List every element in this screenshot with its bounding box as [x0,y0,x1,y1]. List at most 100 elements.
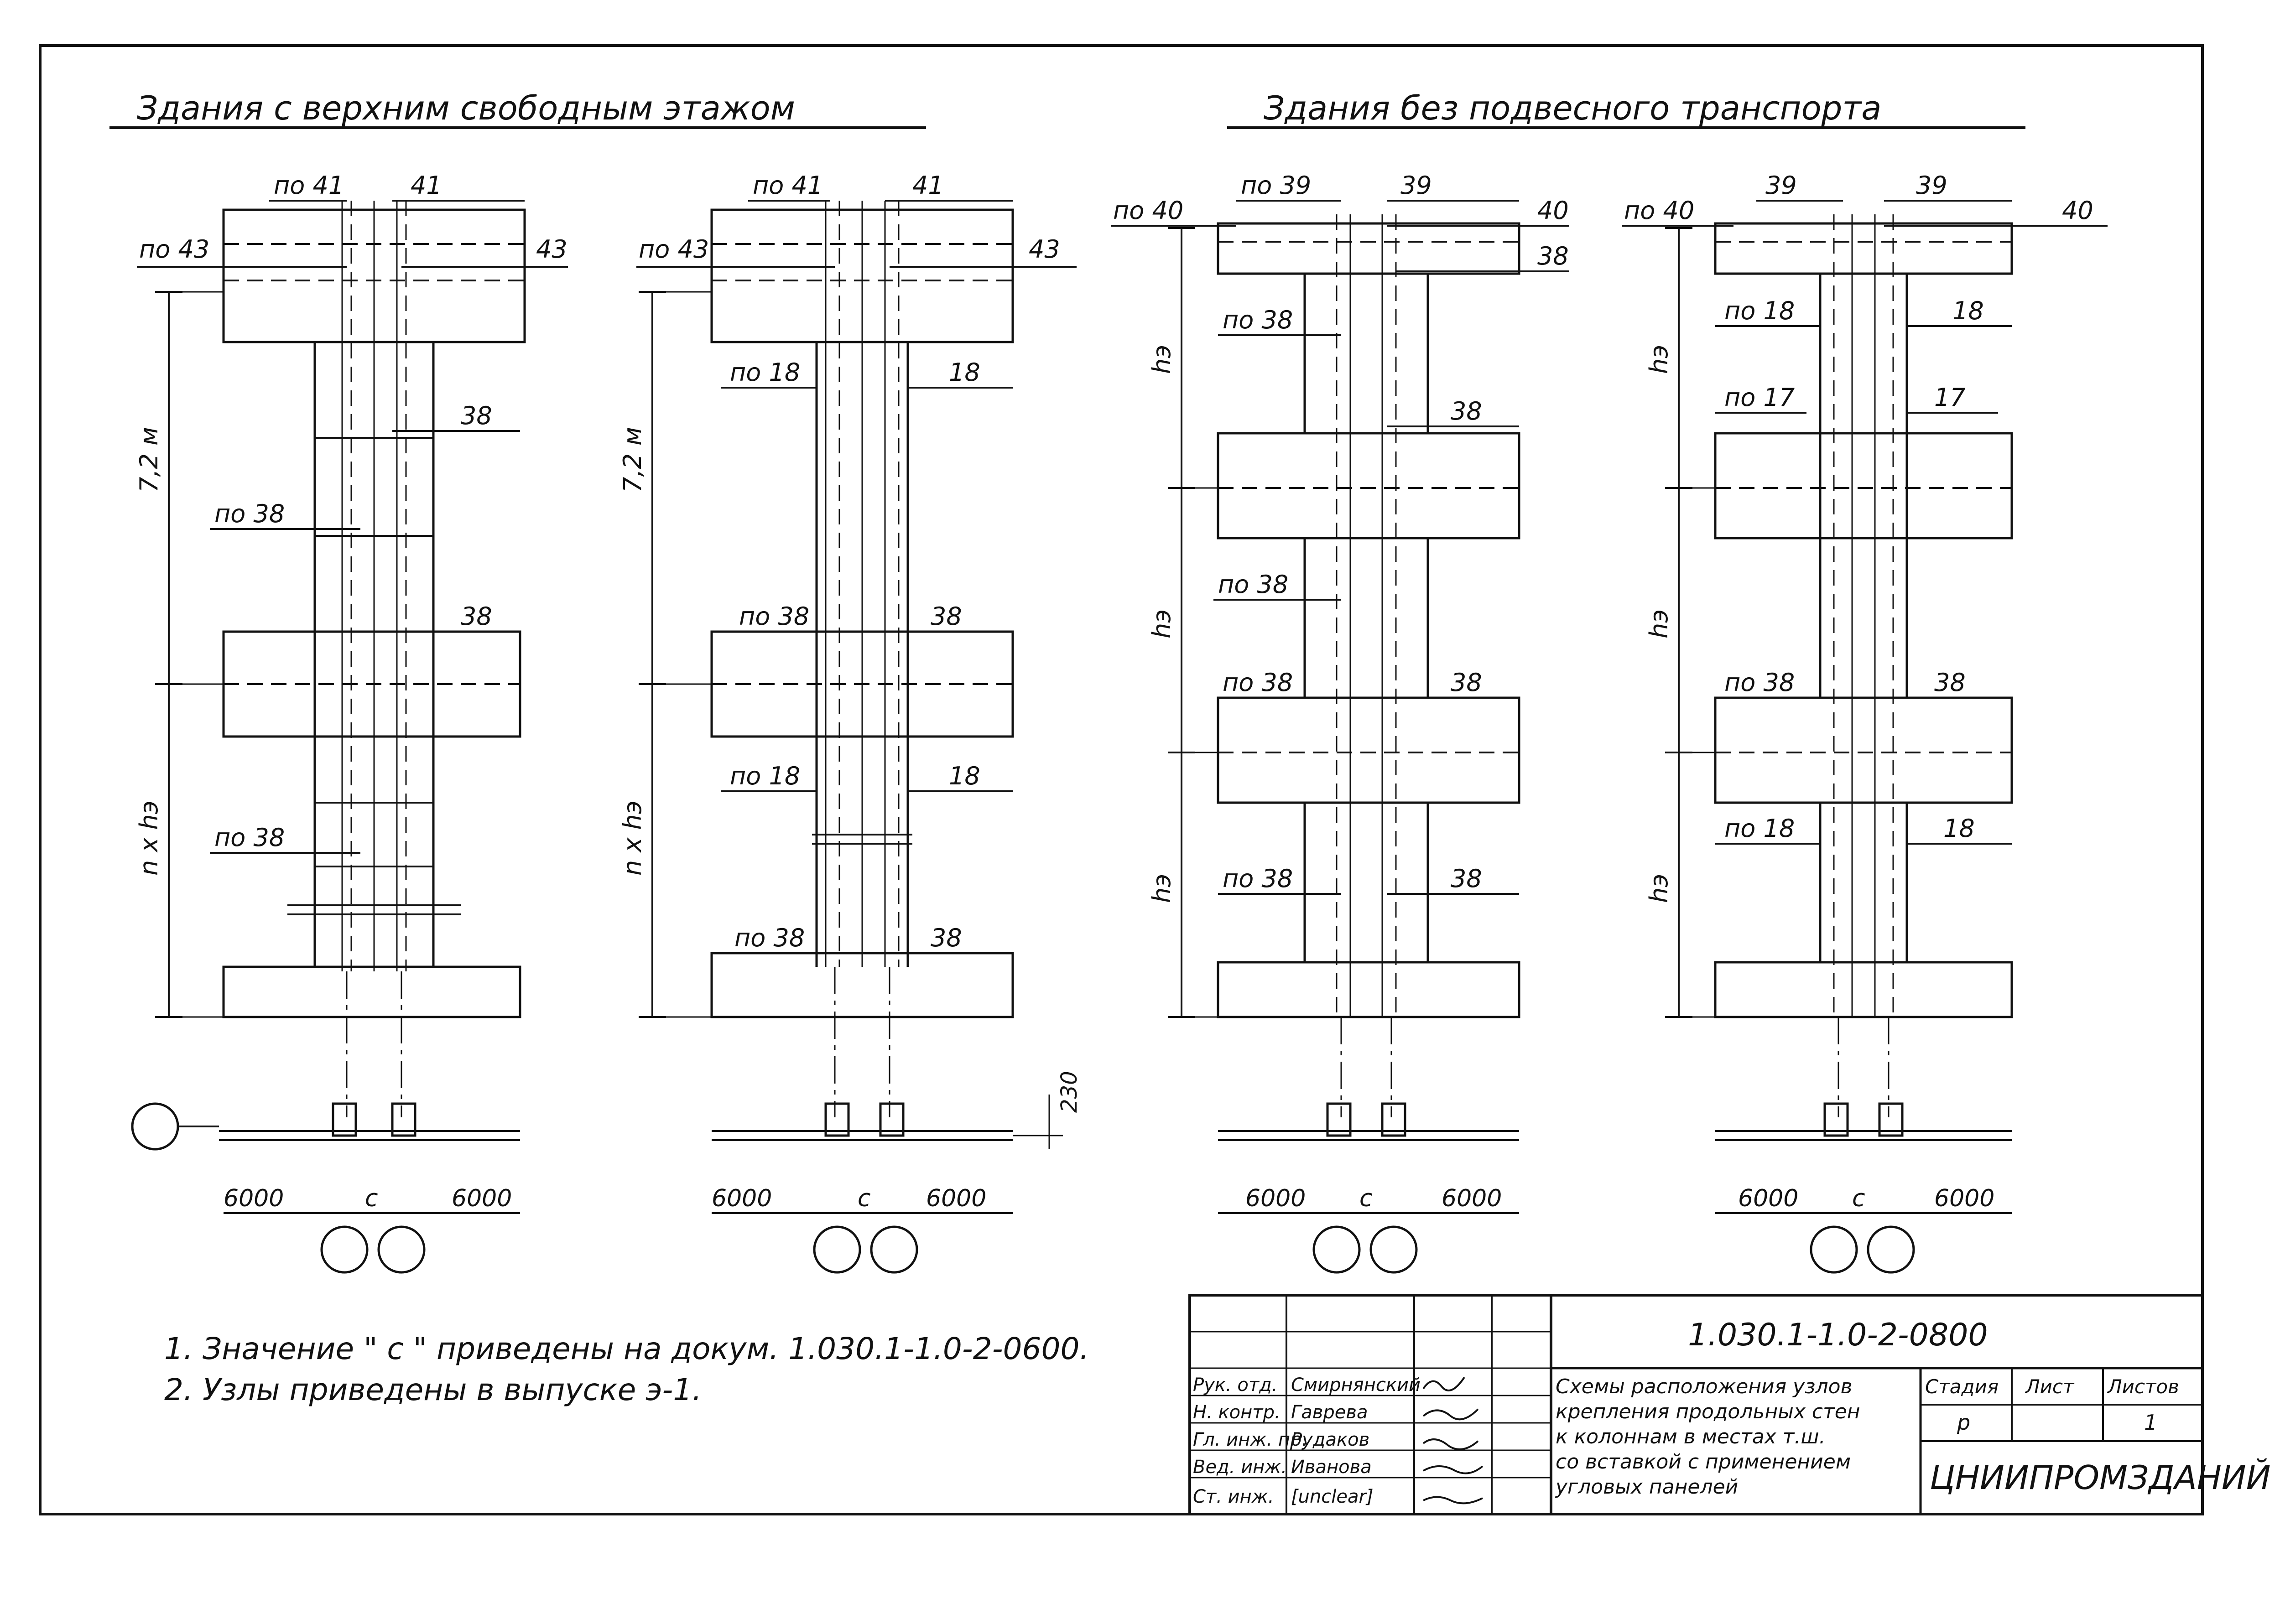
height-label-2: hэ [1645,609,1673,638]
plan-left-dim: 6000 [1738,1185,1798,1212]
plan-mid-dim: c [1359,1185,1373,1212]
axis-bubble-1 [1810,1225,1858,1274]
panel [1714,696,2013,804]
description-line-1: Схемы расположения узлов [1556,1375,1853,1398]
height-label-1: hэ [1147,345,1176,374]
sheet-frame [39,44,2204,1515]
description-line-5: угловых панелей [1555,1475,1738,1499]
name-1: Смирнянский [1291,1375,1421,1396]
side-left-label: по 43 [639,235,709,264]
axis-bubble-1 [813,1225,861,1274]
side-right-label-2: 38 [1537,242,1569,270]
column-segment [1303,537,1429,699]
plan-column-right [391,1102,416,1137]
column-scheme-4: hэ hэ hэ по 40 39 39 40 по 18 18 по 17 1… [1622,171,2108,1274]
description-line-4: со вставкой с применением [1556,1450,1851,1474]
plan-column-right [1381,1102,1406,1137]
plan-thickness-dim: 230 [1057,1071,1082,1113]
axis-bubble-left [131,1102,179,1151]
height-label-3: hэ [1645,874,1673,903]
callout-d-left: по 18 [1724,814,1795,843]
side-right-label: 40 [1537,196,1569,225]
callout-c-right: 38 [1934,668,1966,697]
bottom-panel [710,952,1014,1018]
bottom-panel [222,965,521,1018]
column-scheme-3: hэ hэ hэ по 40 по 39 39 40 38 по 38 38 п… [1111,171,1569,1274]
callout-e-right: 38 [1451,864,1482,893]
bottom-panel [1217,961,1520,1018]
description-line-2: крепления продольных стен [1556,1400,1860,1423]
column-scheme-1: 7,2 м n x hэ по 41 41 по 43 43 38 по 38 … [131,171,568,1274]
height-upper-label: 7,2 м [618,427,647,493]
top-left-label: по 41 [274,171,344,200]
bottom-panel [1714,961,2013,1018]
side-left-label: по 40 [1113,196,1183,225]
side-right-label: 43 [536,235,567,264]
top-left-label: по 39 [1241,171,1311,200]
plan-column-left [1823,1102,1849,1137]
top-right-label: 41 [912,171,944,200]
plan-right-dim: 6000 [1934,1185,1994,1212]
axis-bubble-2 [870,1225,918,1274]
plan-right-dim: 6000 [1442,1185,1502,1212]
axis-bubble-1 [1312,1225,1361,1274]
plan-column-left [332,1102,357,1137]
notes: 1. Значение " c " приведены на докум. 1.… [164,1331,1089,1407]
description-line-3: к колоннам в местах т.ш. [1556,1425,1826,1448]
plan-column-left [824,1102,850,1137]
panel [1217,696,1520,804]
callout-e-left: по 38 [1223,864,1293,893]
plan-column-right [879,1102,905,1137]
role-4: Вед. инж. [1193,1457,1287,1478]
stage-header: Стадия [1925,1375,1999,1398]
callout-a-left: по 18 [730,358,800,387]
height-label-2: hэ [1147,609,1176,638]
callout-d-right: 38 [931,924,962,952]
callout-c: 38 [461,602,492,631]
side-left-label: по 40 [1624,196,1694,225]
role-1: Рук. отд. [1193,1375,1278,1396]
plan-left-dim: 6000 [1245,1185,1306,1212]
top-panel [1714,222,2013,275]
callout-b-right: 38 [931,602,962,631]
name-2: Гаврева [1291,1402,1368,1423]
height-label-3: hэ [1147,874,1176,903]
callout-a-right: 18 [949,358,980,387]
height-lower-label: n x hэ [135,801,163,876]
callout-c: по 38 [1218,570,1288,599]
note-2: 2. Узлы приведены в выпуске э-1. [164,1372,702,1407]
sheets-header: Листов [2107,1375,2179,1398]
name-4: Иванова [1291,1457,1372,1478]
callout-c-left: по 18 [730,762,800,790]
plan-mid-dim: c [365,1185,378,1212]
top-left-label: по 41 [753,171,823,200]
height-lower-label: n x hэ [618,801,647,876]
heading-left: Здания с верхним свободным этажом [109,89,926,129]
title-block: 1.030.1-1.0-2-0800 Рук. отд. Н. контр. Г… [1188,1294,2271,1515]
role-5: Ст. инж. [1193,1486,1274,1507]
callout-d-left: по 38 [734,924,805,952]
callout-b-left: по 38 [739,602,809,631]
heading-right: Здания без подвесного транспорта [1227,89,2025,129]
height-upper-label: 7,2 м [135,427,163,493]
callout-b-right: 17 [1934,383,1966,412]
sheet-header: Лист [2025,1375,2075,1398]
svg-text:Здания с верхним свободным эта: Здания с верхним свободным этажом [137,89,795,127]
svg-text:Здания без подвесного транспор: Здания без подвесного транспорта [1264,89,1881,127]
callout-c-right: 18 [949,762,980,790]
callout-a-right: 18 [1952,296,1984,325]
top-right-label: 41 [411,171,442,200]
callout-b: 38 [1451,397,1482,425]
callout-a: по 38 [1223,306,1293,334]
role-3: Гл. инж. пр. [1193,1429,1307,1450]
top-right-label: 39 [1400,171,1432,200]
plan-right-dim: 6000 [926,1185,986,1212]
panel [1714,432,2013,540]
plan-right-dim: 6000 [452,1185,512,1212]
plan-left-dim: 6000 [224,1185,284,1212]
plan-mid-dim: c [1852,1185,1865,1212]
role-2: Н. контр. [1193,1402,1281,1423]
plan-left-dim: 6000 [712,1185,772,1212]
height-label-1: hэ [1645,345,1673,374]
